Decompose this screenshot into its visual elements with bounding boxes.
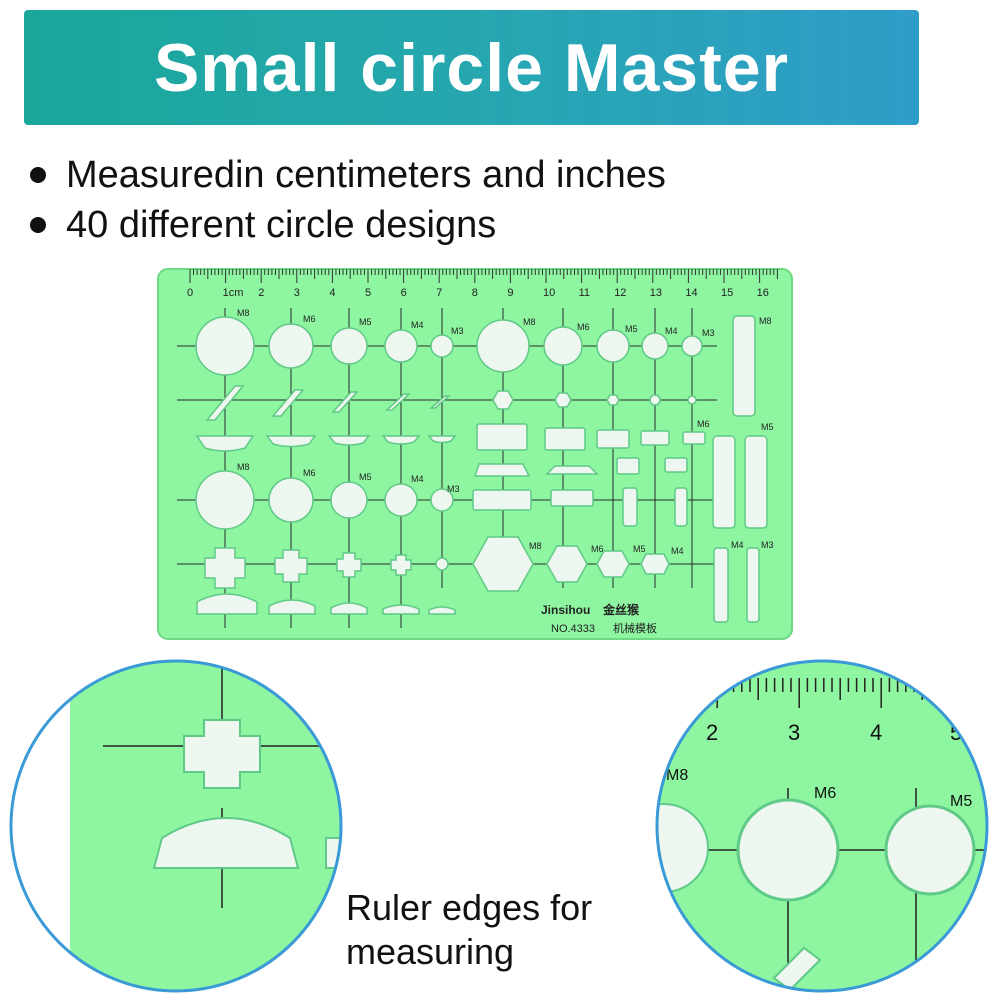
size-label: M8 — [666, 767, 688, 784]
size-label: M6 — [577, 322, 590, 332]
feature-text: Measuredin centimeters and inches — [66, 153, 666, 196]
zoom-detail-right: 2 3 4 5 M8 M6 M5 — [655, 659, 989, 993]
size-label: M3 — [702, 328, 715, 338]
feature-text: 40 different circle designs — [66, 203, 497, 246]
circle-template-ruler: 0 1cm 2 3 4 5 6 7 8 9 10 11 12 13 14 15 16 — [157, 268, 793, 640]
caption-line: Ruler edges for — [346, 887, 593, 928]
ruler-label: 5 — [365, 287, 371, 299]
size-label: M8 — [759, 316, 772, 326]
ruler-label: 8 — [472, 287, 478, 299]
ruler-label: 10 — [543, 287, 555, 299]
size-label: M5 — [359, 317, 372, 327]
ruler-label: 6 — [401, 287, 407, 299]
ruler-label: 14 — [685, 287, 697, 299]
model-chinese: 机械模板 — [613, 621, 657, 635]
ruler-label: 4 — [870, 720, 882, 745]
feature-item: Measuredin centimeters and inches — [30, 150, 666, 200]
size-label: M8 — [529, 541, 542, 551]
zoom-detail-left — [9, 659, 343, 993]
size-label: M6 — [697, 419, 710, 429]
size-label: M3 — [447, 484, 460, 494]
size-label: M4 — [671, 546, 684, 556]
size-label: M4 — [411, 320, 424, 330]
feature-list: Measuredin centimeters and inches 40 dif… — [30, 150, 666, 250]
ruler-label: 11 — [579, 287, 590, 299]
bullet-icon — [30, 167, 46, 183]
feature-item: 40 different circle designs — [30, 200, 666, 250]
size-label: M4 — [731, 540, 744, 550]
ruler-label: 4 — [329, 287, 335, 299]
ruler-label: 3 — [294, 287, 300, 299]
brand-name: Jinsihou — [541, 603, 590, 617]
size-label: M4 — [665, 326, 678, 336]
size-label: M8 — [523, 317, 536, 327]
size-label: M8 — [237, 308, 250, 318]
ruler-label: 2 — [258, 287, 264, 299]
size-label: M5 — [625, 324, 638, 334]
title-banner: Small circle Master — [24, 10, 919, 125]
size-label: M5 — [359, 472, 372, 482]
size-label: M8 — [237, 462, 250, 472]
caption: Ruler edges for measuring — [346, 886, 592, 974]
size-label: M5 — [950, 793, 972, 810]
size-label: M3 — [451, 326, 464, 336]
ruler-label: 15 — [721, 287, 733, 299]
ruler-label: 7 — [436, 287, 442, 299]
size-label: M4 — [411, 474, 424, 484]
size-label: M5 — [761, 422, 774, 432]
caption-line: measuring — [346, 931, 515, 972]
size-label: M6 — [303, 314, 316, 324]
brand-chinese: 金丝猴 — [602, 602, 640, 617]
ruler-label: 13 — [650, 287, 662, 299]
size-label: M6 — [303, 468, 316, 478]
ruler-label: 1cm — [223, 287, 244, 299]
ruler-label: 9 — [507, 287, 513, 299]
page-title: Small circle Master — [153, 29, 790, 106]
size-label: M3 — [761, 540, 774, 550]
size-label: M6 — [591, 544, 604, 554]
bullet-icon — [30, 217, 46, 233]
size-label: M6 — [814, 785, 836, 802]
ruler-label: 3 — [788, 720, 800, 745]
ruler-label: 0 — [187, 287, 193, 299]
ruler-label: 2 — [706, 720, 718, 745]
model-number: NO.4333 — [551, 623, 595, 635]
ruler-label: 12 — [614, 287, 626, 299]
ruler-label: 16 — [757, 287, 769, 299]
size-label: M5 — [633, 544, 646, 554]
